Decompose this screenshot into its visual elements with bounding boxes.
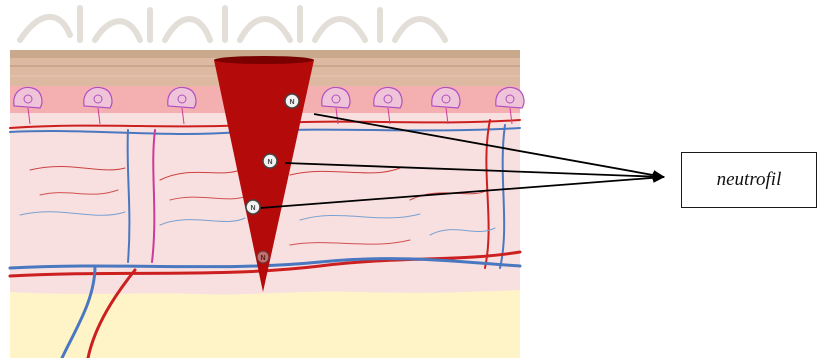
neutrophil-marker: N [285,94,299,108]
neutrophil-marker-label: N [267,159,272,166]
wound-opening [214,56,314,64]
basal-cell [432,88,460,108]
neutrophil-marker: N [246,200,260,214]
neutrophil-marker-label: N [260,255,265,262]
basal-cell [496,88,524,108]
neutrophil-label: neutrofil [717,169,782,191]
neutrophil-label-box: neutrofil [681,152,817,208]
basal-cell [322,88,350,108]
basal-cell [14,88,42,108]
basal-cell [374,88,402,108]
neutrophil-marker-label: N [250,205,255,212]
watermark-logo [20,8,445,40]
neutrophil-marker: N [257,251,269,263]
neutrophil-marker: N [263,154,277,168]
basal-cell [84,88,112,108]
basal-cell [168,88,196,108]
neutrophil-marker-label: N [289,99,294,106]
hypodermis-layer [10,285,520,358]
